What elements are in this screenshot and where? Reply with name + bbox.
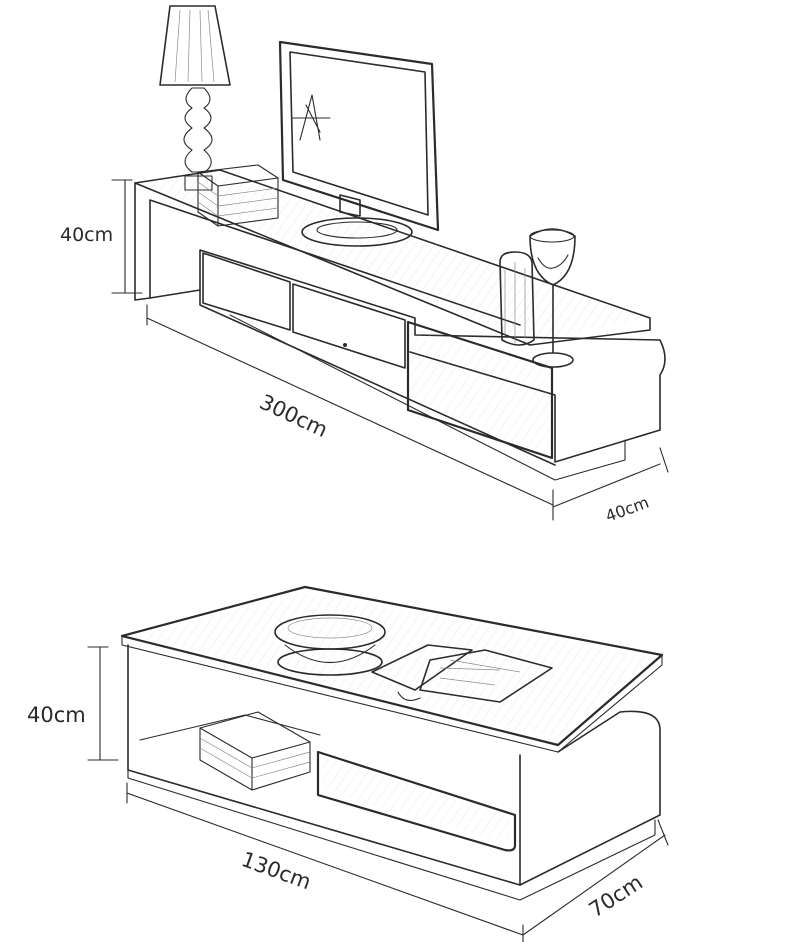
coffee-table-depth-label: 70cm — [585, 870, 647, 922]
coffee-table-drawer — [316, 750, 517, 852]
tv-cabinet-drawer-right — [406, 320, 554, 460]
tv-monitor — [278, 40, 440, 247]
tv-cabinet-drawer-left — [202, 252, 291, 331]
table-lamp — [159, 5, 231, 191]
tv-cabinet-depth-label: 40cm — [603, 493, 652, 526]
coffee-table-drawing: 40cm 130cm 70cm — [27, 585, 669, 942]
magazine — [371, 644, 553, 703]
coffee-table-base — [127, 769, 656, 901]
candle-holder — [499, 251, 535, 346]
tv-cabinet-drawer-middle — [292, 283, 406, 369]
tv-cabinet-glass-top — [134, 169, 651, 346]
tv-cabinet-height-dimension: 40cm — [60, 179, 143, 294]
tv-cabinet-body — [149, 249, 666, 463]
tv-cabinet-depth-dimension: 40cm — [552, 447, 669, 526]
book-stack-coffee-table — [199, 711, 311, 791]
coffee-table-height-label: 40cm — [27, 703, 86, 727]
tv-cabinet-height-label: 40cm — [60, 224, 113, 246]
coffee-table-depth-dimension: 70cm — [522, 819, 669, 936]
wine-glass — [529, 228, 576, 368]
tv-cabinet-drawing: 40cm 300cm 40cm — [60, 5, 669, 526]
book-stack-tv — [197, 164, 279, 227]
coffee-table-length-label: 130cm — [238, 847, 314, 894]
coffee-table-height-dimension: 40cm — [27, 646, 119, 761]
tv-cabinet-base — [229, 314, 626, 481]
coffee-table-body — [127, 644, 521, 886]
drawer-knob — [343, 343, 347, 347]
decorative-bowl — [274, 614, 386, 676]
